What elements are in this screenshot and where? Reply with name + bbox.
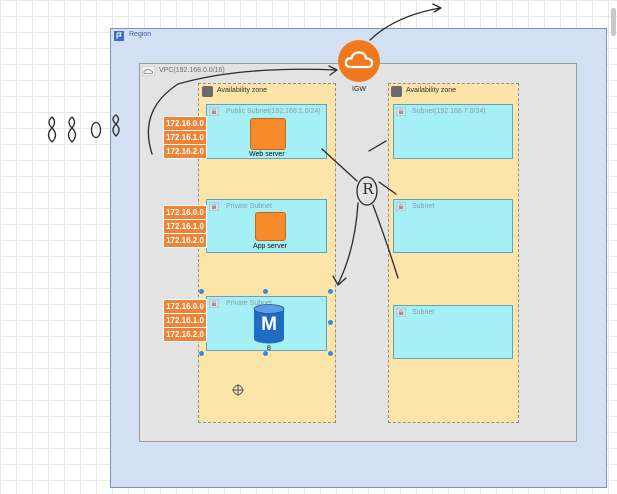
app-server-label: App server bbox=[253, 243, 287, 250]
availability-zone-icon bbox=[202, 86, 213, 97]
public-subnet-label: Public Subnet(192.168.1.0/24) bbox=[226, 108, 321, 115]
database-letter: M bbox=[261, 314, 277, 335]
app-server-instance[interactable] bbox=[255, 212, 286, 241]
selection-handle[interactable] bbox=[328, 351, 333, 356]
availability-zone-left-label: Availability zone bbox=[217, 87, 268, 94]
right-subnet-2[interactable] bbox=[393, 199, 513, 253]
database-icon[interactable] bbox=[253, 304, 285, 344]
route-ip-tag[interactable]: 172.16.1.0 bbox=[163, 219, 207, 234]
web-server-instance[interactable] bbox=[250, 118, 286, 150]
selection-handle[interactable] bbox=[328, 320, 333, 325]
route-ip-tag[interactable]: 172.16.2.0 bbox=[163, 327, 207, 342]
private-subnet-1-label: Private Subnet bbox=[226, 203, 272, 210]
route-ip-tag[interactable]: 172.16.0.0 bbox=[163, 116, 207, 131]
cursor-icon bbox=[232, 384, 244, 396]
selection-handle[interactable] bbox=[199, 289, 204, 294]
route-ip-tag[interactable]: 172.16.1.0 bbox=[163, 313, 207, 328]
vpc-label: VPC(192.168.0.0/16) bbox=[159, 67, 225, 74]
right-subnet-2-label: Subnet bbox=[412, 203, 435, 210]
right-subnet-3[interactable] bbox=[393, 305, 513, 359]
igw-label: IGW bbox=[352, 86, 366, 93]
region-label: Region bbox=[129, 31, 152, 38]
router-letter: R bbox=[362, 180, 374, 198]
subnet-lock-icon bbox=[396, 107, 406, 116]
availability-zone-right-label: Availability zone bbox=[406, 87, 457, 94]
subnet-lock-icon bbox=[209, 202, 219, 211]
scrollbar-thumb[interactable] bbox=[611, 8, 616, 36]
subnet-lock-icon bbox=[396, 308, 406, 317]
vpc-cloud-icon bbox=[142, 66, 155, 76]
right-subnet-1[interactable] bbox=[393, 104, 513, 159]
selection-handle[interactable] bbox=[328, 289, 333, 294]
route-ip-tag[interactable]: 172.16.0.0 bbox=[163, 299, 207, 314]
right-subnet-3-label: Subnet bbox=[412, 309, 435, 316]
selection-handle[interactable] bbox=[263, 351, 268, 356]
selection-handle[interactable] bbox=[199, 351, 204, 356]
selection-handle[interactable] bbox=[263, 289, 268, 294]
subnet-lock-icon bbox=[396, 202, 406, 211]
database-caption: B bbox=[267, 346, 272, 352]
right-subnet-1-label: Subnet(192.168.7.0/24) bbox=[412, 108, 486, 115]
subnet-lock-icon bbox=[209, 299, 219, 308]
web-server-label: Web server bbox=[249, 151, 285, 158]
region-flag-icon bbox=[114, 31, 124, 41]
route-ip-tag[interactable]: 172.16.2.0 bbox=[163, 144, 207, 159]
private-subnet-2-label: Private Subnet bbox=[226, 300, 272, 307]
availability-zone-icon bbox=[391, 86, 402, 97]
route-ip-tag[interactable]: 172.16.0.0 bbox=[163, 205, 207, 220]
igw-cloud-icon bbox=[344, 51, 374, 69]
route-ip-tag[interactable]: 172.16.2.0 bbox=[163, 233, 207, 248]
subnet-lock-icon bbox=[209, 107, 219, 116]
route-ip-tag[interactable]: 172.16.1.0 bbox=[163, 130, 207, 145]
